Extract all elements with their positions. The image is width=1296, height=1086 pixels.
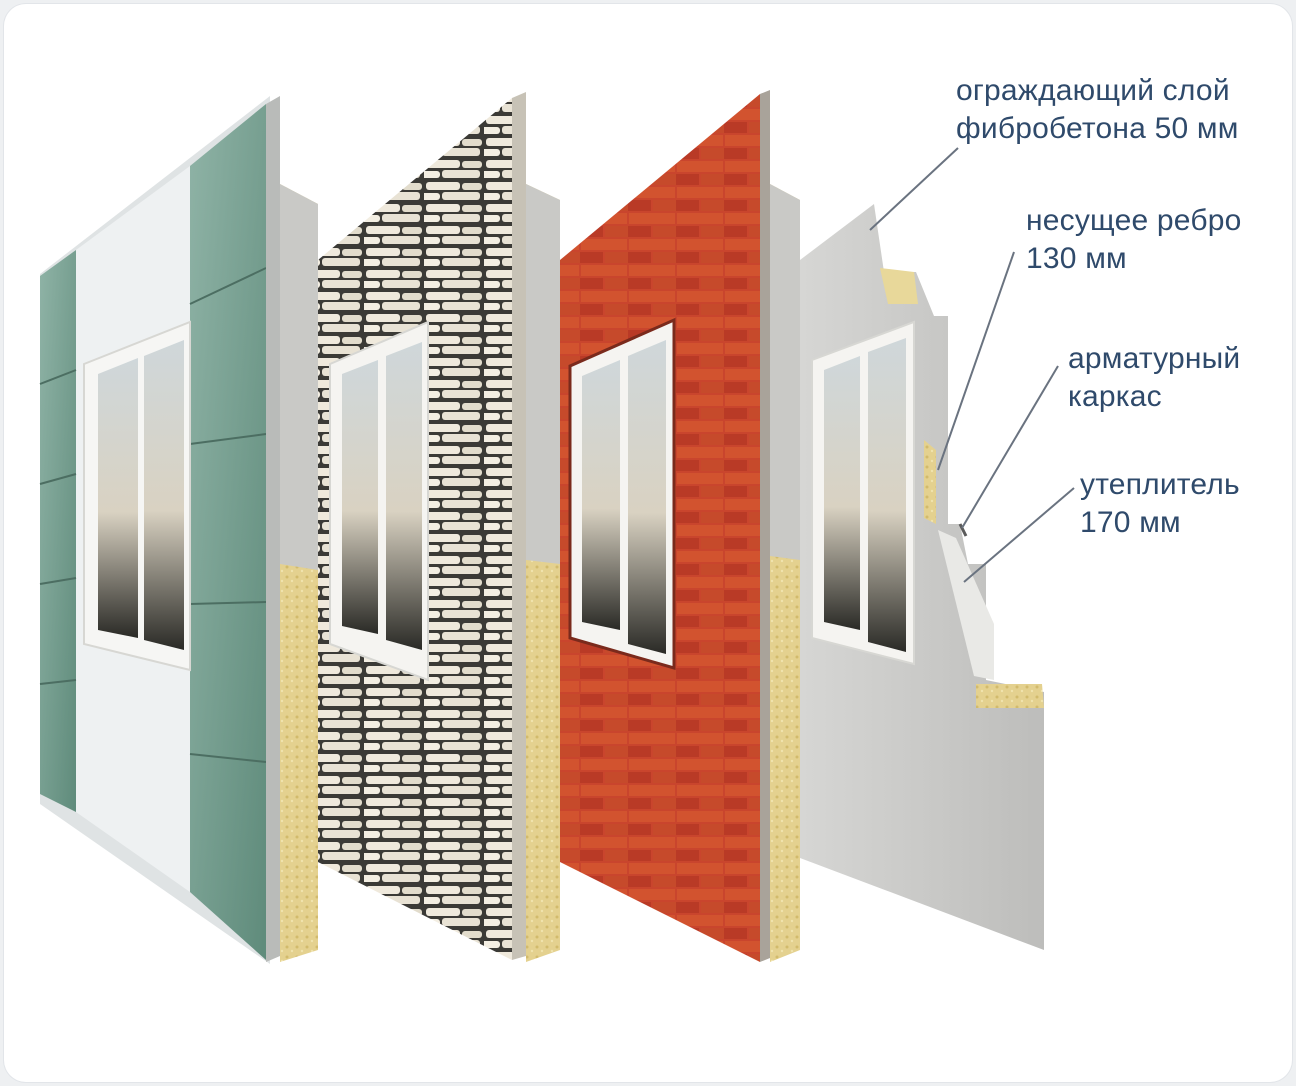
callout-insulation: утеплитель 170 мм bbox=[1080, 468, 1240, 539]
leader-lines bbox=[869, 147, 1075, 583]
cutaway-panel bbox=[800, 204, 1044, 950]
composite-panel bbox=[39, 96, 280, 964]
wall-panel-illustration bbox=[39, 90, 1075, 964]
callout-bearing-rib: несущее ребро 130 мм bbox=[1026, 204, 1242, 275]
callout-rebar-frame: арматурный каркас bbox=[1068, 342, 1241, 413]
diagram-card: ограждающий слой фибробетона 50 мм несущ… bbox=[4, 4, 1292, 1082]
callout-fibreconcrete-layer: ограждающий слой фибробетона 50 мм bbox=[956, 74, 1239, 145]
brick-panel bbox=[560, 90, 770, 962]
stone-panel bbox=[318, 92, 526, 960]
